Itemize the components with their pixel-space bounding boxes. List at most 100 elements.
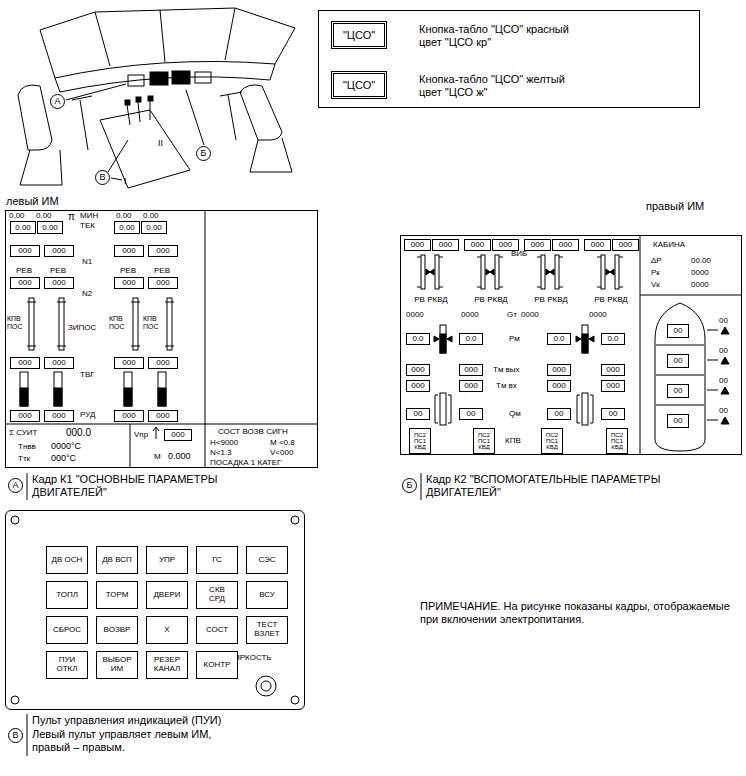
k2-frame-art xyxy=(707,330,718,420)
value-box: 000 xyxy=(432,239,459,251)
box-text: 0.00 xyxy=(42,223,58,232)
box-text: 000 xyxy=(122,358,135,367)
value-box: 000 xyxy=(10,245,40,257)
display-label: 00 xyxy=(719,316,728,325)
panel-art xyxy=(291,696,299,704)
value-box: 000 xyxy=(601,380,625,392)
display-label: МИН xyxy=(80,211,98,220)
value-box: 00 xyxy=(667,354,689,368)
cockpit-illustration xyxy=(66,84,204,180)
box-text: 000 xyxy=(411,240,424,249)
value-box: 000 xyxy=(547,364,571,376)
display-label: N<1.3 xyxy=(210,448,232,457)
display-label: РВ РКВД xyxy=(468,295,514,304)
display-label: 00 xyxy=(719,346,728,355)
box-text: ПС2 ПС1 КВД xyxy=(477,432,491,451)
box-text: СОСТ xyxy=(206,626,228,635)
callout-letter: Б xyxy=(196,146,211,161)
box-text: 00 xyxy=(674,416,683,425)
display-label: КПВ ПОС xyxy=(7,315,27,331)
box-text: 000 xyxy=(591,240,604,249)
box-text: 0.0 xyxy=(607,334,618,343)
value-box: 000 xyxy=(406,364,430,376)
display-label: РЕВ xyxy=(154,266,170,275)
value-box: 00 xyxy=(667,414,689,428)
box-text: 000 xyxy=(52,278,65,287)
cockpit-illustration xyxy=(40,8,295,78)
cockpit-illustration xyxy=(240,85,282,140)
box-text: ДВ ВСП xyxy=(102,556,132,565)
legend-box: Кнопка-табло "ЦСО" красный цвет "ЦСО кр"… xyxy=(318,10,700,108)
display-label: КАБИНА xyxy=(653,240,685,249)
box-text: 00 xyxy=(555,409,564,418)
box-text: 000 xyxy=(122,278,135,287)
value-box: 000 xyxy=(148,357,178,369)
box-text: ГС xyxy=(212,556,222,565)
box-text: ДВЕРИ xyxy=(153,591,180,600)
frame-heading: Кнопка-табло "ЦСО" желтый цвет "ЦСО ж" xyxy=(419,73,569,98)
box-text: 0.00 xyxy=(119,223,135,232)
display-label: N1 xyxy=(82,257,92,266)
button-lamp: "ЦСО" xyxy=(331,71,387,99)
k2-frame-art xyxy=(656,345,704,405)
value-box: 000 xyxy=(44,410,74,422)
value-box: 000 xyxy=(164,429,192,441)
k2-frame-art xyxy=(417,255,443,289)
value-box: 000 xyxy=(459,364,483,376)
box-text: 00 xyxy=(467,409,476,418)
k2-frame-art xyxy=(576,325,594,353)
valve-indicator: ПС2 ПС1 КВД xyxy=(541,428,563,454)
value-box: 000 xyxy=(114,277,144,289)
box-text: ПУИ ОТКЛ xyxy=(51,656,83,674)
value-box: 0.00 xyxy=(10,221,36,234)
valve-indicator: ПС2 ПС1 КВД xyxy=(606,428,628,454)
panel-button: ВОЗВР xyxy=(96,616,138,644)
box-text: 000 xyxy=(552,365,565,374)
display-label: ΔP xyxy=(651,256,662,265)
panel-button: РЕЗЕР КАНАЛ xyxy=(146,651,188,679)
k1-frame-art xyxy=(54,372,62,406)
display-label: КПВ ПОС xyxy=(109,315,129,331)
display-label: ТВГ xyxy=(80,370,95,379)
display-label: Тнвв xyxy=(18,442,36,451)
cockpit-illustration xyxy=(136,97,141,102)
display-label: РУД xyxy=(80,410,95,419)
box-text: 000 xyxy=(52,358,65,367)
caption-bars xyxy=(27,473,421,756)
frame-heading: левый ИМ xyxy=(6,195,96,208)
value-box: 000 xyxy=(44,245,74,257)
box-text: 000 xyxy=(18,358,31,367)
box-text: 000 xyxy=(499,240,512,249)
cockpit-illustration xyxy=(250,138,292,172)
value-box: 000 xyxy=(114,245,144,257)
caption-bars xyxy=(27,473,421,756)
box-text: 000 xyxy=(156,246,169,255)
k2-frame-art xyxy=(640,235,742,455)
display-label: 0000 xyxy=(691,280,709,289)
display-label: 00.00 xyxy=(691,256,711,265)
display-label: КПВ ПОС xyxy=(143,315,163,331)
k1-frame-art xyxy=(158,372,166,406)
value-box: 000 xyxy=(148,277,178,289)
display-frame: левый ИМ0.000.000.000.000000000000000000… xyxy=(5,210,318,468)
box-text: ДВ ОСН xyxy=(52,556,83,565)
box-text: 000 xyxy=(52,411,65,420)
k2-frame-art xyxy=(435,393,451,425)
value-box: 00 xyxy=(667,384,689,398)
value-box: 000 xyxy=(148,245,178,257)
cockpit-illustration xyxy=(18,85,52,150)
display-label: Σ СУИТ xyxy=(9,428,37,437)
box-text: "ЦСО" xyxy=(343,29,375,42)
display-label: 00 xyxy=(719,376,728,385)
value-box: 00 xyxy=(601,408,625,420)
k2-frame-art xyxy=(434,325,452,353)
panel-button: СЭС xyxy=(246,546,288,574)
panel-button: ТОПЛ xyxy=(46,581,88,609)
k1-frame-art xyxy=(153,427,159,439)
value-box: 000 xyxy=(552,239,579,251)
display-label: 0.00 xyxy=(36,211,52,220)
value-box: 000 xyxy=(601,364,625,376)
display-label: РЕВ xyxy=(50,266,66,275)
panel-button: ТЕСТ ВЗЛЕТ xyxy=(246,616,288,644)
caption-text: Левый пульт управляет левым ИМ, правый –… xyxy=(32,728,252,753)
